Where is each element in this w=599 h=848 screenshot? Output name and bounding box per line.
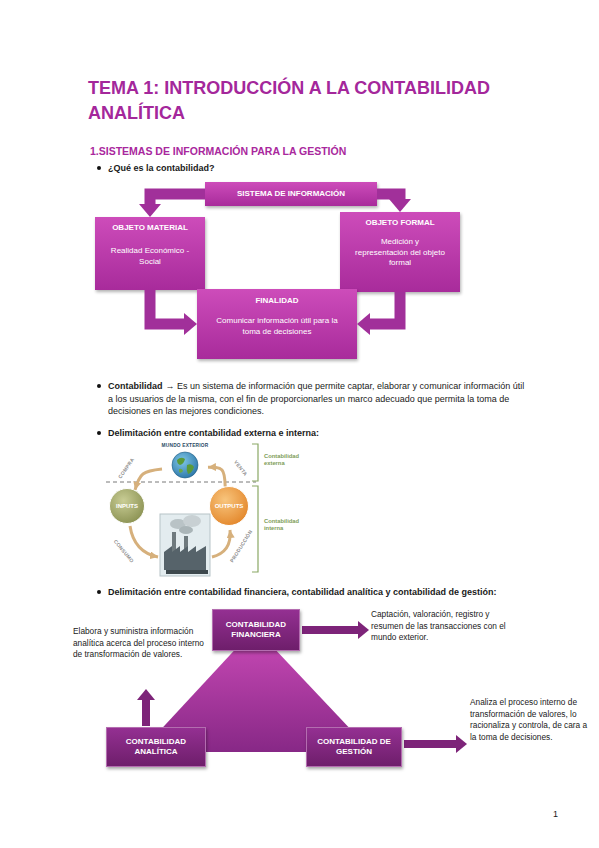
factory-illustration [160, 514, 210, 576]
node-heading: CONTABILIDAD DE GESTIÓN [317, 737, 391, 757]
edge-label: COMPRA [117, 456, 136, 479]
process-box: OBJETO MATERIAL Realidad Económico - Soci… [95, 217, 205, 290]
leader-arrow [404, 740, 456, 748]
node-heading: CONTABILIDAD ANALÍTICA [117, 737, 195, 757]
concept-box: CONTABILIDAD ANALÍTICA [106, 727, 206, 767]
bullet-text: Contabilidad→ Es un sistema de informaci… [108, 380, 528, 418]
node-heading: OBJETO MATERIAL [112, 223, 188, 233]
block-arrow [150, 194, 205, 204]
section-heading: 1.SISTEMAS DE INFORMACIÓN PARA LA GESTIÓ… [90, 145, 346, 157]
flow-label: PRODUCCIÓN [229, 529, 254, 564]
concept-box: CONTABILIDAD FINANCIERA [212, 609, 300, 651]
bullet-text: Delimitación entre contabilidad financie… [108, 586, 528, 599]
flow-arrow [208, 467, 225, 486]
bullet-dot [97, 590, 101, 594]
bracket [252, 486, 258, 572]
bullet-text: Delimitación entre contabilidad externa … [108, 428, 319, 438]
block-arrow [377, 194, 400, 199]
flow-arrow [130, 526, 158, 557]
bullet-dot [97, 431, 101, 435]
bracket-label: Contabilidad externa [264, 453, 299, 466]
circle-shape [110, 489, 145, 524]
globe-symbol [171, 451, 199, 479]
node-heading: SISTEMA DE INFORMACIÓN [237, 189, 345, 199]
section-heading: 1.SISTEMAS DE INFORMACIÓN PARA LA GESTIÓ… [90, 145, 550, 158]
flow-label: CONSUMO [113, 538, 136, 563]
page-number: 1 [553, 809, 558, 819]
circle-node: INPUTS [109, 488, 145, 524]
circle-node: OUTPUTS [209, 486, 249, 526]
bracket-label: Contabilidad interna [264, 518, 299, 531]
leader-arrow [142, 700, 150, 726]
flow-label: PRODUCCIÓN [229, 529, 254, 564]
flow-arrow [135, 469, 162, 490]
bullet-dot [97, 166, 101, 170]
process-box: OBJETO FORMAL Medición y representación d… [340, 212, 460, 292]
description-text: Elabora y suministra información analíti… [73, 626, 213, 661]
bullet-text: → Es un sistema de información que permi… [108, 381, 524, 416]
page-number: 1 [553, 808, 558, 821]
node-heading: OBJETO FORMAL [365, 218, 434, 228]
bullet-text: ¿Qué es la contabilidad? [108, 163, 215, 173]
block-arrow [150, 290, 184, 324]
description-text: Elabora y suministra información analíti… [73, 626, 204, 659]
bracket [252, 444, 258, 481]
description-text: Captación, valoración, registro y resume… [371, 609, 521, 644]
bullet-dot [97, 384, 101, 388]
bullet-text: Contabilidad [108, 381, 163, 391]
bullet-text: Delimitación entre contabilidad financie… [108, 587, 497, 597]
process-box: SISTEMA DE INFORMACIÓN [205, 182, 377, 206]
flow-arrow [212, 530, 230, 557]
description-text: Analiza el proceso interno de transforma… [470, 697, 587, 742]
process-box: FINALIDAD Comunicar información útil para… [197, 289, 357, 359]
edge-label: VENTA [233, 459, 249, 477]
globe-node: MUNDO EXTERIOR [162, 443, 208, 483]
node-heading: CONTABILIDAD FINANCIERA [223, 620, 289, 640]
node-heading: INPUTS [116, 503, 138, 509]
description-text: Captación, valoración, registro y resume… [371, 609, 506, 642]
page-title: TEMA 1: INTRODUCCIÓN A LA CONTABILIDAD A… [88, 76, 568, 126]
bracket-label: Contabilidad interna [264, 518, 308, 532]
concept-box: CONTABILIDAD DE GESTIÓN [306, 727, 402, 767]
divider-line [106, 482, 256, 483]
node-body: Comunicar información útil para la toma … [215, 316, 339, 337]
node-heading: FINALIDAD [255, 296, 298, 306]
node-heading: OUTPUTS [215, 503, 244, 509]
leader-arrow [302, 626, 358, 634]
bracket-label: Contabilidad externa [264, 453, 308, 467]
node-heading: MUNDO EXTERIOR [162, 443, 209, 449]
bullet-text: Delimitación entre contabilidad externa … [108, 427, 528, 440]
node-body: Realidad Económico - Social [101, 246, 199, 267]
block-arrow [370, 292, 400, 324]
description-text: Analiza el proceso interno de transforma… [470, 697, 592, 743]
flow-label: CONSUMO [113, 538, 136, 563]
node-body: Medición y representación del objeto for… [354, 237, 446, 269]
bullet-text: ¿Qué es la contabilidad? [108, 162, 408, 175]
circle-shape [210, 487, 249, 526]
